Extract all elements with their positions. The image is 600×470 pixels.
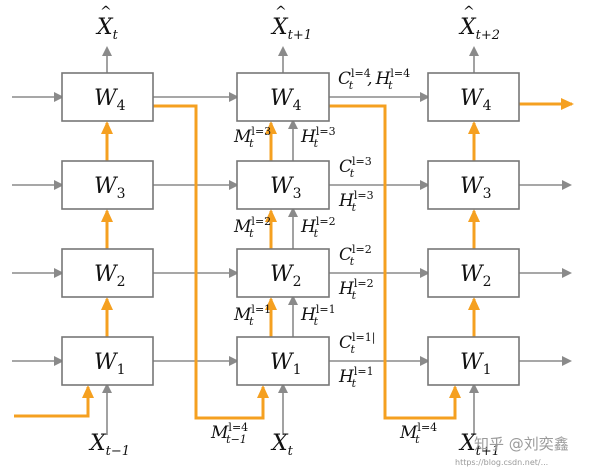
output-labels: Xt ^ Xt+1 ^ Xt+2 ^ — [95, 4, 500, 43]
watermark-url: https://blog.csdn.net/... — [455, 458, 548, 467]
hat-icon: ^ — [100, 4, 112, 20]
w2-label: W2 — [270, 262, 302, 290]
hat-icon: ^ — [275, 4, 287, 20]
cell-w1-col2 — [236, 336, 330, 386]
output-label-t: Xt — [95, 15, 119, 43]
watermark: 知乎 @刘奕鑫 https://blog.csdn.net/... — [455, 435, 569, 467]
hat-icon: ^ — [463, 4, 475, 20]
gray-arrows — [12, 46, 572, 435]
w4-label: W4 — [94, 86, 126, 114]
cell-w1-col1 — [61, 336, 154, 386]
w4-label: W4 — [270, 86, 302, 114]
w1-label: W1 — [460, 350, 492, 378]
w3-label: W3 — [94, 174, 126, 202]
cell-w4-col3 — [427, 72, 520, 122]
w1-label: W1 — [270, 350, 302, 378]
box-labels: W4 W3 W2 W1 W4 W3 W2 W1 W4 W3 W2 W1 — [94, 86, 492, 378]
cell-w1-col3 — [427, 336, 520, 386]
w3-label: W3 — [460, 174, 492, 202]
cell-w2-col3 — [427, 248, 520, 298]
output-label-t2: Xt+2 — [458, 15, 500, 43]
cell-w2-col1 — [61, 248, 154, 298]
c1-label: Cl=1|t — [339, 331, 375, 356]
cell-w2-col2 — [236, 248, 330, 298]
w4-label: W4 — [460, 86, 492, 114]
input-label-t-1: Xt−1 — [88, 431, 130, 459]
orange-arrows — [14, 98, 574, 420]
cell-w3-col2 — [236, 160, 330, 210]
cell-w3-col1 — [61, 160, 154, 210]
cell-w4-col2 — [236, 72, 330, 122]
cell-w3-col3 — [427, 160, 520, 210]
w2-label: W2 — [94, 262, 126, 290]
input-label-t: Xt — [270, 431, 294, 459]
w2-label: W2 — [460, 262, 492, 290]
w3-label: W3 — [270, 174, 302, 202]
watermark-text: 知乎 @刘奕鑫 — [474, 435, 569, 453]
cell-w4-col1 — [61, 72, 154, 122]
input-labels: Xt−1 Xt Xt+1 — [88, 431, 500, 459]
input-label-t1: Xt+1 — [458, 431, 500, 459]
w1-label: W1 — [94, 350, 126, 378]
cell-boxes — [61, 72, 520, 386]
output-label-t1: Xt+1 — [270, 15, 312, 43]
